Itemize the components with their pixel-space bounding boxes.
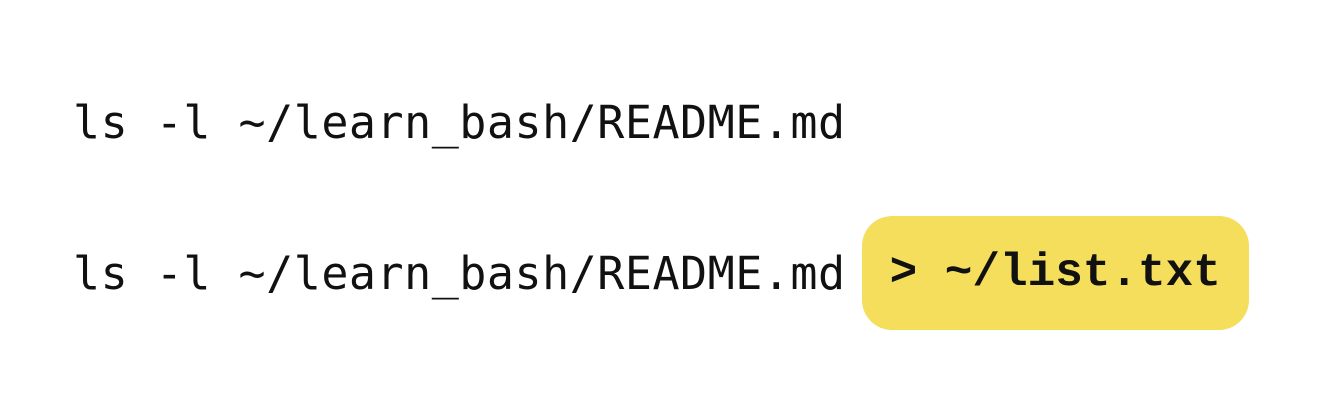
command-text-2: ls -l ~/learn_bash/README.md (73, 246, 846, 300)
command-line-1: ls -l ~/learn_bash/README.md (73, 96, 846, 149)
redirect-highlight-text: > ~/list.txt (889, 247, 1221, 299)
command-line-2: ls -l ~/learn_bash/README.md > ~/list.tx… (73, 216, 1249, 330)
redirect-highlight-pill: > ~/list.txt (861, 216, 1249, 330)
command-text-1: ls -l ~/learn_bash/README.md (73, 96, 846, 149)
